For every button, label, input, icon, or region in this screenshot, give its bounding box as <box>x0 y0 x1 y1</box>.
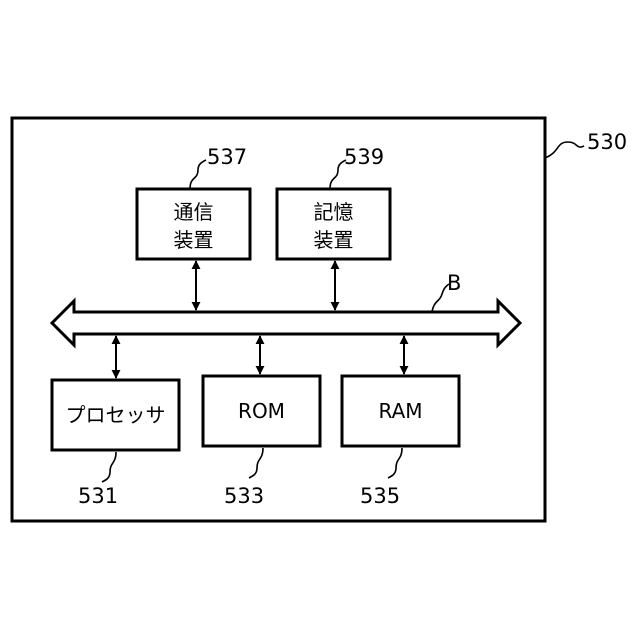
ram-leader-line <box>388 448 402 478</box>
communication-device-label-line1: 通信 <box>174 200 214 224</box>
processor-label: プロセッサ <box>66 403 166 427</box>
rom-leader-line <box>249 448 263 478</box>
bus-arrow <box>52 301 520 345</box>
storage-device-label-line2: 装置 <box>314 228 354 252</box>
ram-ref-number: 535 <box>360 484 400 508</box>
storage-device-ref-number: 539 <box>344 145 384 169</box>
device-leader-line <box>545 142 584 158</box>
ram-label: RAM <box>378 399 422 423</box>
communication-device-label-line2: 装置 <box>174 228 214 252</box>
communication-device-ref-number: 537 <box>207 145 247 169</box>
rom-ref-number: 533 <box>224 484 264 508</box>
storage-device-label-line1: 記憶 <box>314 200 354 224</box>
bus-label: B <box>447 271 461 295</box>
communication-device-leader-line <box>190 160 206 189</box>
processor-ref-number: 531 <box>78 484 118 508</box>
rom-label: ROM <box>238 399 285 423</box>
device-ref-number: 530 <box>587 130 627 154</box>
processor-leader-line <box>102 452 116 482</box>
